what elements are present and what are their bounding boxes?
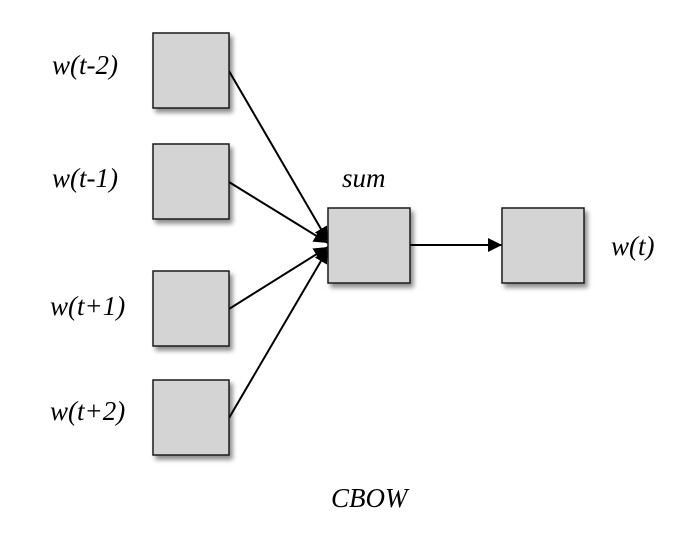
input-node-4 <box>152 379 230 456</box>
input-node-2 <box>152 143 230 220</box>
input-label-1: w(t-2) <box>52 50 118 80</box>
edge-input-3-to-sum <box>228 246 329 310</box>
sum-label: sum <box>342 163 386 193</box>
input-node-3 <box>152 270 230 347</box>
diagram-caption: CBOW <box>331 483 408 513</box>
input-node-1 <box>152 32 230 109</box>
output-node <box>501 207 585 284</box>
edge-input-2-to-sum <box>228 181 329 244</box>
edge-input-1-to-sum <box>228 70 329 242</box>
input-label-2: w(t-1) <box>52 163 118 193</box>
edge-input-4-to-sum <box>228 248 329 419</box>
input-label-4: w(t+2) <box>50 396 126 426</box>
output-label: w(t) <box>611 231 655 261</box>
input-label-3: w(t+1) <box>50 291 126 321</box>
sum-node <box>327 207 411 284</box>
